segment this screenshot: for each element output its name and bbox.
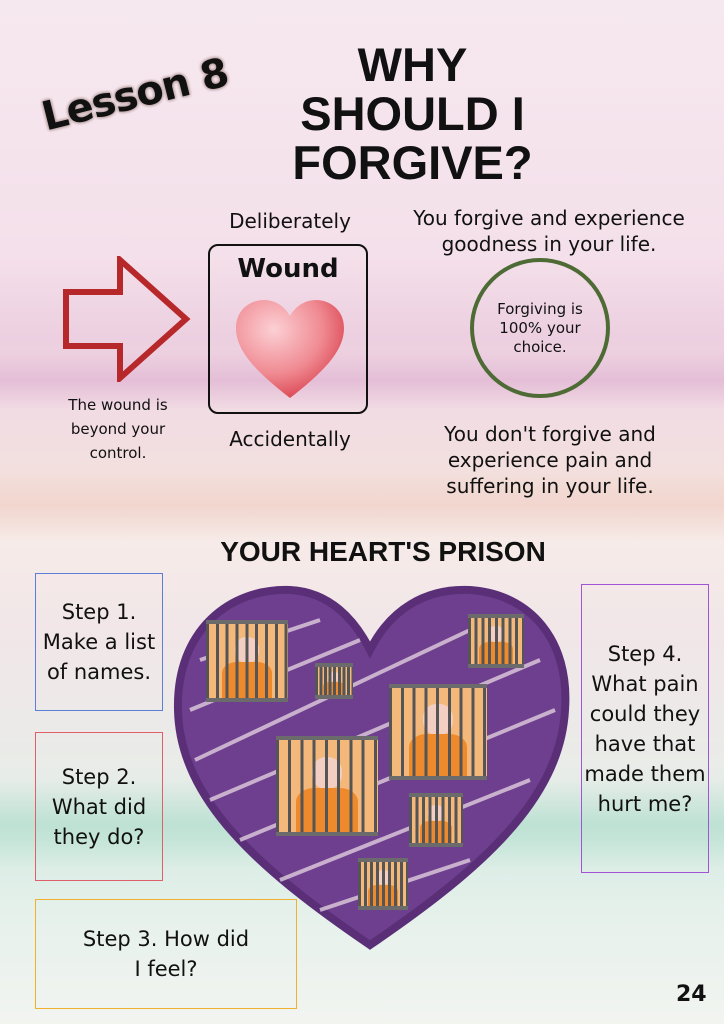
step-4-text: Step 4. What pain could they have that m…: [584, 641, 706, 816]
heart-icon: [236, 300, 344, 398]
lesson-label: Lesson 8: [37, 49, 233, 141]
step-1-box: Step 1. Make a list of names.: [35, 573, 163, 711]
deliberately-label: Deliberately: [229, 209, 351, 233]
title-line: SHOULD I: [300, 87, 525, 140]
prison-cage-icon: [276, 736, 378, 836]
watercolor-band: [0, 470, 724, 540]
prison-cage-icon: [409, 793, 463, 847]
page-number: 24: [676, 982, 707, 1007]
step-2-box: Step 2. What did they do?: [35, 732, 163, 881]
prison-cage-icon: [315, 663, 353, 699]
wound-label: Wound: [237, 254, 339, 284]
title-line: FORGIVE?: [292, 136, 533, 189]
step-1-text: Step 1. Make a list of names.: [42, 600, 156, 684]
arrow-right-icon: [63, 256, 191, 382]
page-title: WHY SHOULD I FORGIVE?: [270, 40, 555, 187]
step-3-text: Step 3. How did I feel?: [82, 927, 250, 981]
prison-cage-icon: [389, 684, 487, 780]
prison-cage-icon: [206, 620, 288, 702]
choice-text: Forgiving is 100% your choice.: [497, 299, 583, 356]
not-forgive-outcome: You don't forgive and experience pain an…: [444, 422, 656, 498]
choice-circle: Forgiving is 100% your choice.: [470, 258, 610, 398]
prison-cage-icon: [468, 614, 524, 668]
arrow-caption: The wound is beyond your control.: [68, 396, 168, 462]
prison-title: YOUR HEART'S PRISON: [220, 536, 546, 567]
wound-box: Wound: [208, 244, 368, 414]
title-line: WHY: [357, 38, 468, 91]
step-3-box: Step 3. How did I feel?: [35, 899, 297, 1009]
step-2-text: Step 2. What did they do?: [51, 764, 147, 849]
step-4-box: Step 4. What pain could they have that m…: [581, 584, 709, 873]
accidentally-label: Accidentally: [229, 427, 351, 451]
prison-cage-icon: [358, 858, 408, 910]
forgive-outcome: You forgive and experience goodness in y…: [413, 206, 685, 256]
